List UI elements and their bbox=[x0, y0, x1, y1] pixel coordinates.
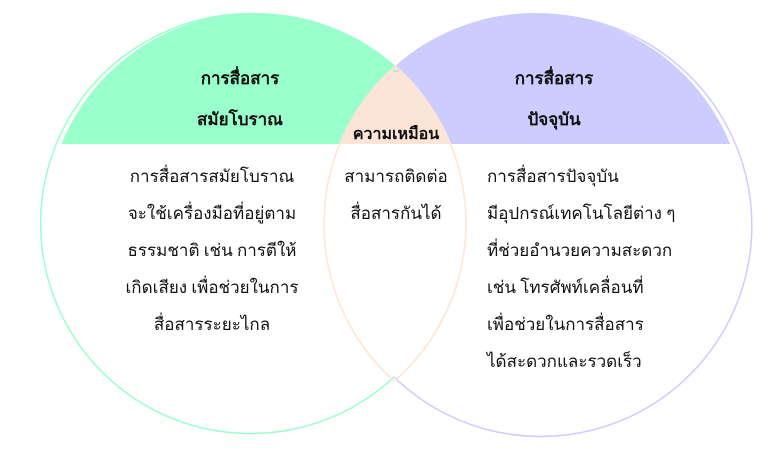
right-body-line: การสื่อสารปัจจุบัน bbox=[487, 167, 619, 186]
overlap-outline-left-arc bbox=[323, 13, 466, 433]
left-circle-title: การสื่อสาร สมัยโบราณ bbox=[140, 58, 340, 140]
overlap-body-line: สื่อสารกันได้ bbox=[350, 204, 442, 223]
right-body-line: ที่ช่วยอำนวยความสะดวก bbox=[487, 241, 673, 260]
right-title-line: การสื่อสาร bbox=[514, 69, 594, 88]
right-circle-body: การสื่อสารปัจจุบัน มีอุปกรณ์เทคโนโลยีต่า… bbox=[487, 158, 727, 380]
left-circle-outline bbox=[39, 12, 397, 435]
left-body-line: ธรรมชาติ เช่น การตีให้ bbox=[127, 241, 297, 260]
right-body-line: เช่น โทรศัพท์เคลื่อนที่ bbox=[487, 278, 644, 297]
overlap-title: ความเหมือน bbox=[352, 126, 440, 143]
right-body-line: เพื่อช่วยในการสื่อสาร bbox=[487, 315, 644, 334]
left-body-line: เกิดเสียง เพื่อช่วยในการ bbox=[125, 278, 299, 297]
right-body-line: มีอุปกรณ์เทคโนโลยีต่าง ๆ bbox=[487, 204, 676, 223]
right-circle-outline bbox=[393, 13, 753, 438]
left-body-line: สื่อสารระยะไกล bbox=[153, 315, 271, 334]
left-body-line: จะใช้เครื่องมือที่อยู่ตาม bbox=[127, 204, 297, 223]
left-title-line: สมัยโบราณ bbox=[197, 110, 283, 129]
left-circle-body: การสื่อสารสมัยโบราณ จะใช้เครื่องมือที่อย… bbox=[102, 158, 322, 343]
overlap-outline-right-arc bbox=[324, 13, 467, 434]
left-body-line: การสื่อสารสมัยโบราณ bbox=[129, 167, 295, 186]
right-circle-header-fill bbox=[339, 13, 731, 144]
overlap-header-fill bbox=[324, 13, 466, 144]
right-title-line: ปัจจุบัน bbox=[527, 110, 581, 129]
overlap-body: สามารถติดต่อ สื่อสารกันได้ bbox=[332, 158, 460, 232]
right-body-line: ได้สะดวกและรวดเร็ว bbox=[487, 352, 642, 371]
left-title-line: การสื่อสาร bbox=[200, 69, 280, 88]
overlap-body-line: สามารถติดต่อ bbox=[344, 167, 448, 186]
left-circle-header-fill bbox=[61, 13, 451, 144]
right-circle-title: การสื่อสาร ปัจจุบัน bbox=[454, 58, 654, 140]
